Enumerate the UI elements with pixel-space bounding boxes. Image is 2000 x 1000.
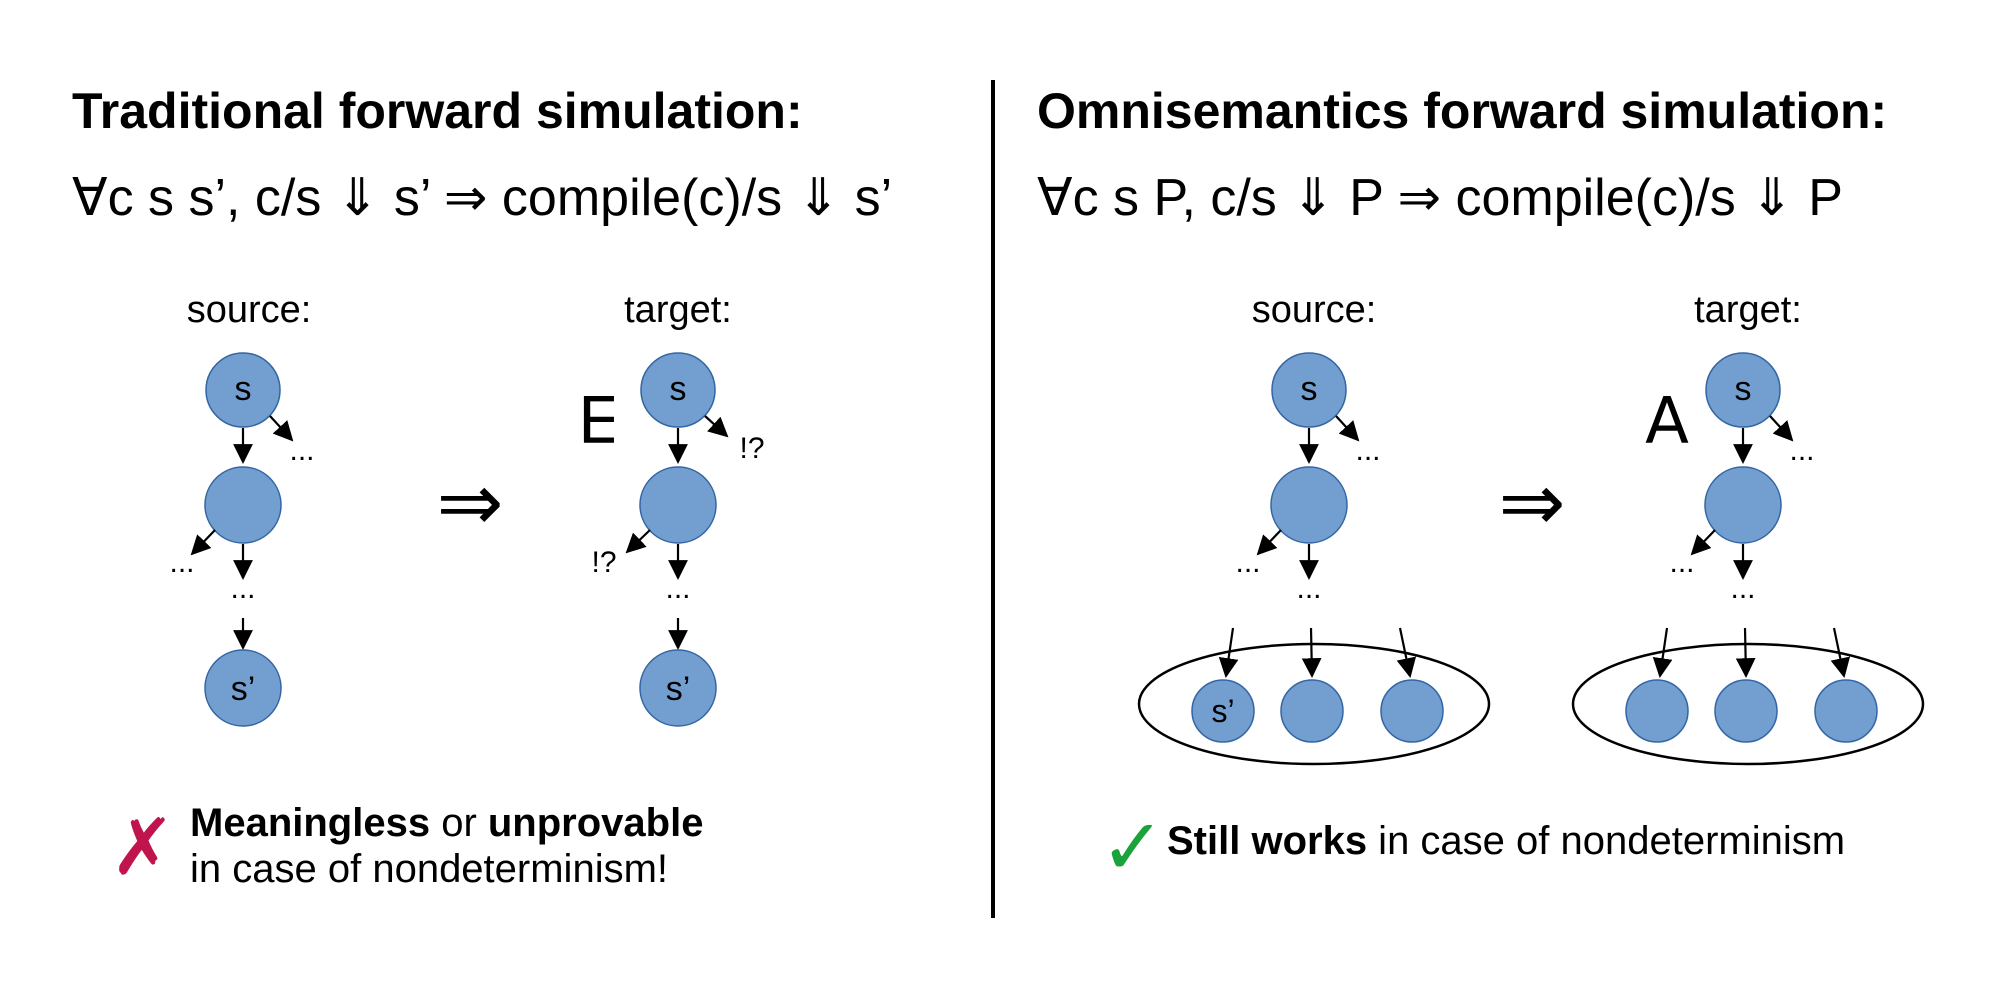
right-source-outcome-node-1 xyxy=(1191,679,1255,743)
right-result-bold: Still works xyxy=(1167,819,1368,863)
left-formula: ∀c s s’, c/s ⇓ s’ ⇒ compile(c)/s ⇓ s’ xyxy=(72,169,893,227)
right-target-label: target: xyxy=(1694,289,1802,331)
right-source-mid-node xyxy=(1270,466,1348,544)
left-result-line2: in case of nondeterminism! xyxy=(190,847,669,891)
right-source-outcome-node-2 xyxy=(1280,679,1344,743)
right-target-start-node xyxy=(1705,352,1781,428)
right-source-ellipsis: ... xyxy=(1296,572,1321,605)
right-target-branch-arrow-2 xyxy=(1690,529,1716,556)
left-target-ellipsis: ... xyxy=(665,572,690,605)
left-source-label: source: xyxy=(187,289,312,331)
right-source-set-arrow-3 xyxy=(1396,627,1417,678)
left-result: Meaningless or unprovable in case of non… xyxy=(190,800,703,892)
right-source-label: source: xyxy=(1252,289,1377,331)
right-target-set-arrow-1 xyxy=(1652,627,1673,678)
left-source-mid-node xyxy=(204,466,282,544)
cross-icon: ✗ xyxy=(110,803,176,891)
left-target-branch-arrow-2 xyxy=(625,529,651,554)
check-icon: ✓ xyxy=(1100,803,1166,891)
left-source-branch-ellipsis: ... xyxy=(289,434,314,467)
left-result-bold-1: Meaningless xyxy=(190,801,431,845)
right-source-branch-arrow xyxy=(1335,415,1360,442)
left-title: Traditional forward simulation: xyxy=(72,83,803,139)
right-target-outcome-node-3 xyxy=(1814,679,1878,743)
left-target-branch-arrow xyxy=(704,415,729,438)
left-result-line1: Meaningless or unprovable xyxy=(190,800,703,846)
right-source-outcome-node-3 xyxy=(1380,679,1444,743)
left-target-unknown-1: !? xyxy=(739,432,764,465)
right-source-start-node xyxy=(1271,352,1347,428)
exists-quantifier: ∃ xyxy=(580,382,620,454)
right-target-outcome-node-2 xyxy=(1714,679,1778,743)
right-source-outcome-set xyxy=(1137,642,1491,766)
right-target-outcome-node-1 xyxy=(1625,679,1689,743)
right-result-rest: in case of nondeterminism xyxy=(1367,819,1846,863)
right-source-start-label: s xyxy=(1301,370,1318,408)
right-target-branch-ellipsis: ... xyxy=(1789,434,1814,467)
right-target-mid-node xyxy=(1704,466,1782,544)
forall-quantifier: ∀ xyxy=(1645,382,1689,454)
right-source-set-arrow-2 xyxy=(1301,627,1322,678)
left-target-label: target: xyxy=(624,289,732,331)
right-title: Omnisemantics forward simulation: xyxy=(1037,83,1888,139)
left-target-mid-node xyxy=(639,466,717,544)
right-source-set-arrow-1 xyxy=(1218,627,1239,678)
right-source-branch-ellipsis: ... xyxy=(1355,434,1380,467)
left-implies-arrow: ⇒ xyxy=(436,458,503,547)
right-formula: ∀c s P, c/s ⇓ P ⇒ compile(c)/s ⇓ P xyxy=(1037,169,1843,227)
right-target-set-arrow-2 xyxy=(1735,627,1756,678)
left-source-branch-ellipsis-2: ... xyxy=(169,546,194,579)
right-source-branch-arrow-2 xyxy=(1256,529,1282,556)
left-source-branch-arrow xyxy=(269,415,294,442)
right-target-branch-arrow xyxy=(1769,415,1794,442)
right-target-ellipsis: ... xyxy=(1730,572,1755,605)
right-target-start-label: s xyxy=(1735,370,1752,408)
left-source-start-node xyxy=(205,352,281,428)
left-source-end-label: s’ xyxy=(231,670,256,708)
left-source-start-label: s xyxy=(235,370,252,408)
right-source-end-label: s’ xyxy=(1211,693,1234,729)
left-target-end-node xyxy=(639,649,717,727)
left-target-end-label: s’ xyxy=(666,670,691,708)
left-target-start-node xyxy=(640,352,716,428)
right-result: Still works in case of nondeterminism xyxy=(1167,818,1845,864)
left-target-start-label: s xyxy=(670,370,687,408)
left-result-mid: or xyxy=(430,801,488,845)
right-target-set-arrow-3 xyxy=(1830,627,1851,678)
left-result-bold-2: unprovable xyxy=(487,801,704,845)
right-target-branch-ellipsis-2: ... xyxy=(1669,546,1694,579)
left-source-end-node xyxy=(204,649,282,727)
right-implies-arrow: ⇒ xyxy=(1498,458,1565,547)
right-source-branch-ellipsis-2: ... xyxy=(1235,546,1260,579)
right-target-outcome-set xyxy=(1571,642,1925,766)
left-source-ellipsis: ... xyxy=(230,572,255,605)
left-source-branch-arrow-2 xyxy=(190,529,216,556)
left-target-unknown-2: !? xyxy=(591,546,616,579)
